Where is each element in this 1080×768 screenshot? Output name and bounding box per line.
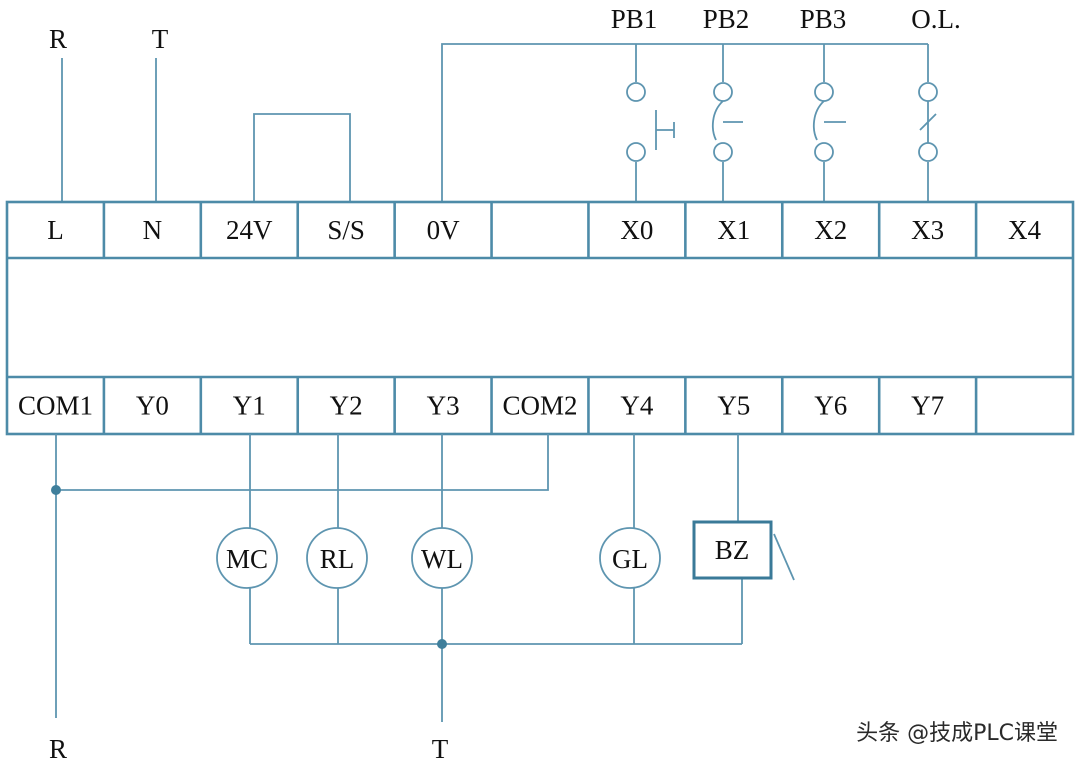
output-terminal-y3: Y3 <box>427 391 460 421</box>
pb3-switch-symbol <box>812 82 846 162</box>
rl-lamp: RL <box>306 527 368 589</box>
input-wiring <box>61 43 929 202</box>
pb3-label: PB3 <box>800 4 847 34</box>
input-terminal-x2: X2 <box>814 215 847 245</box>
output-terminal-com1: COM1 <box>18 391 93 421</box>
input-terminal-24v: 24V <box>226 215 273 245</box>
bz-label: BZ <box>715 535 750 565</box>
input-terminal-x4: X4 <box>1008 215 1041 245</box>
supply-r-bottom-label: R <box>49 734 67 764</box>
output-terminal-row: COM1 Y0 Y1 Y2 Y3 COM2 Y4 Y5 Y6 Y7 <box>18 391 944 421</box>
plc-body <box>5 200 1075 436</box>
input-terminal-s-s: S/S <box>327 215 365 245</box>
bz-buzzer: BZ <box>692 520 773 580</box>
output-terminal-com2: COM2 <box>502 391 577 421</box>
wl-label: WL <box>421 544 463 574</box>
output-terminal-y7: Y7 <box>911 391 944 421</box>
input-terminal-l: L <box>47 215 64 245</box>
output-terminal-y0: Y0 <box>136 391 169 421</box>
wl-lamp: WL <box>411 527 473 589</box>
input-terminal-row: L N 24V S/S 0V X0 X1 X2 X3 X4 <box>47 215 1041 245</box>
output-terminal-y4: Y4 <box>620 391 653 421</box>
output-wiring <box>55 434 795 722</box>
input-terminal-x1: X1 <box>717 215 750 245</box>
ol-label: O.L. <box>911 4 961 34</box>
input-terminal-n: N <box>143 215 163 245</box>
rl-label: RL <box>320 544 355 574</box>
input-terminal-x3: X3 <box>911 215 944 245</box>
output-terminal-y5: Y5 <box>717 391 750 421</box>
input-terminal-0v: 0V <box>427 215 461 245</box>
pb2-switch-symbol <box>711 82 743 162</box>
supply-r-top-label: R <box>49 24 67 54</box>
output-terminal-y1: Y1 <box>233 391 266 421</box>
supply-t-top-label: T <box>152 24 169 54</box>
watermark-text: 头条 @技成PLC课堂 <box>856 721 1058 746</box>
pb1-switch-symbol <box>626 82 675 162</box>
overload-contact-symbol <box>918 82 938 162</box>
return-junction-dot <box>437 639 447 649</box>
output-terminal-y2: Y2 <box>330 391 363 421</box>
pb2-label: PB2 <box>703 4 750 34</box>
mc-label: MC <box>226 544 268 574</box>
gl-label: GL <box>612 544 648 574</box>
com-junction-dot <box>51 485 61 495</box>
mc-coil: MC <box>216 527 278 589</box>
output-terminal-y6: Y6 <box>814 391 847 421</box>
supply-t-bottom-label: T <box>432 734 449 764</box>
pb1-label: PB1 <box>611 4 658 34</box>
input-terminal-x0: X0 <box>620 215 653 245</box>
gl-lamp: GL <box>599 527 661 589</box>
